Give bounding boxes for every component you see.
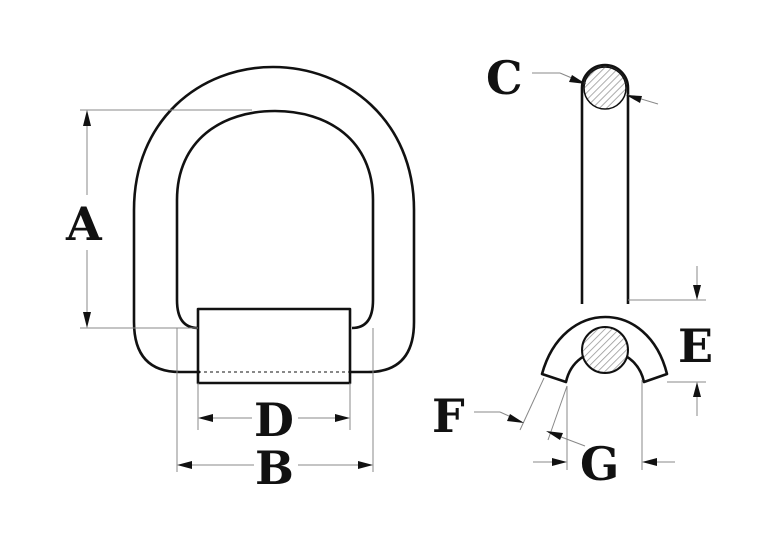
top-rod-section xyxy=(583,66,627,110)
dimension-e xyxy=(628,266,706,416)
label-e: E xyxy=(678,319,713,373)
side-view: C E F G xyxy=(432,51,713,491)
dimension-a xyxy=(80,109,252,329)
d-ring-inner-outline xyxy=(175,109,375,330)
label-a: A xyxy=(65,197,103,251)
label-f: F xyxy=(432,389,465,443)
bottom-rod-section xyxy=(581,326,629,374)
dimension-g xyxy=(533,380,675,470)
label-c: C xyxy=(486,51,523,105)
front-view: A D B xyxy=(65,65,416,495)
label-d: D xyxy=(254,393,294,447)
label-b: B xyxy=(255,441,294,495)
dimension-c xyxy=(532,72,659,105)
shank-outline xyxy=(580,63,630,304)
d-ring-base-sleeve xyxy=(196,307,352,385)
label-g: G xyxy=(580,437,619,491)
dimension-d xyxy=(197,383,351,430)
dimension-b xyxy=(176,328,374,472)
d-ring-outer-outline xyxy=(132,65,416,374)
dimension-f xyxy=(474,377,586,447)
